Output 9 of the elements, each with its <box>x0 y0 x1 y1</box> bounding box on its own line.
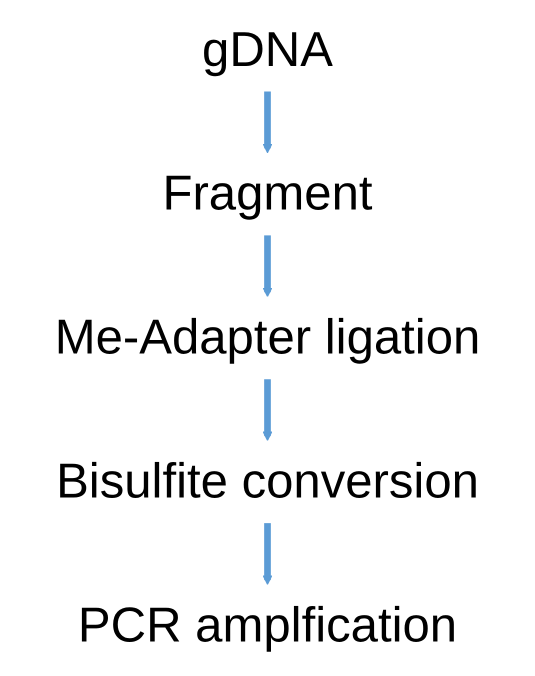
arrow <box>262 379 272 442</box>
node-text: PCR amplfication <box>78 598 458 653</box>
arrow <box>262 523 272 585</box>
node-text: Fragment <box>162 166 373 221</box>
node-text: Bisulfite conversion <box>56 454 479 509</box>
arrow <box>262 91 272 154</box>
node-text: Me-Adapter ligation <box>54 310 480 365</box>
arrow <box>262 235 272 298</box>
node-text: gDNA <box>202 22 333 77</box>
